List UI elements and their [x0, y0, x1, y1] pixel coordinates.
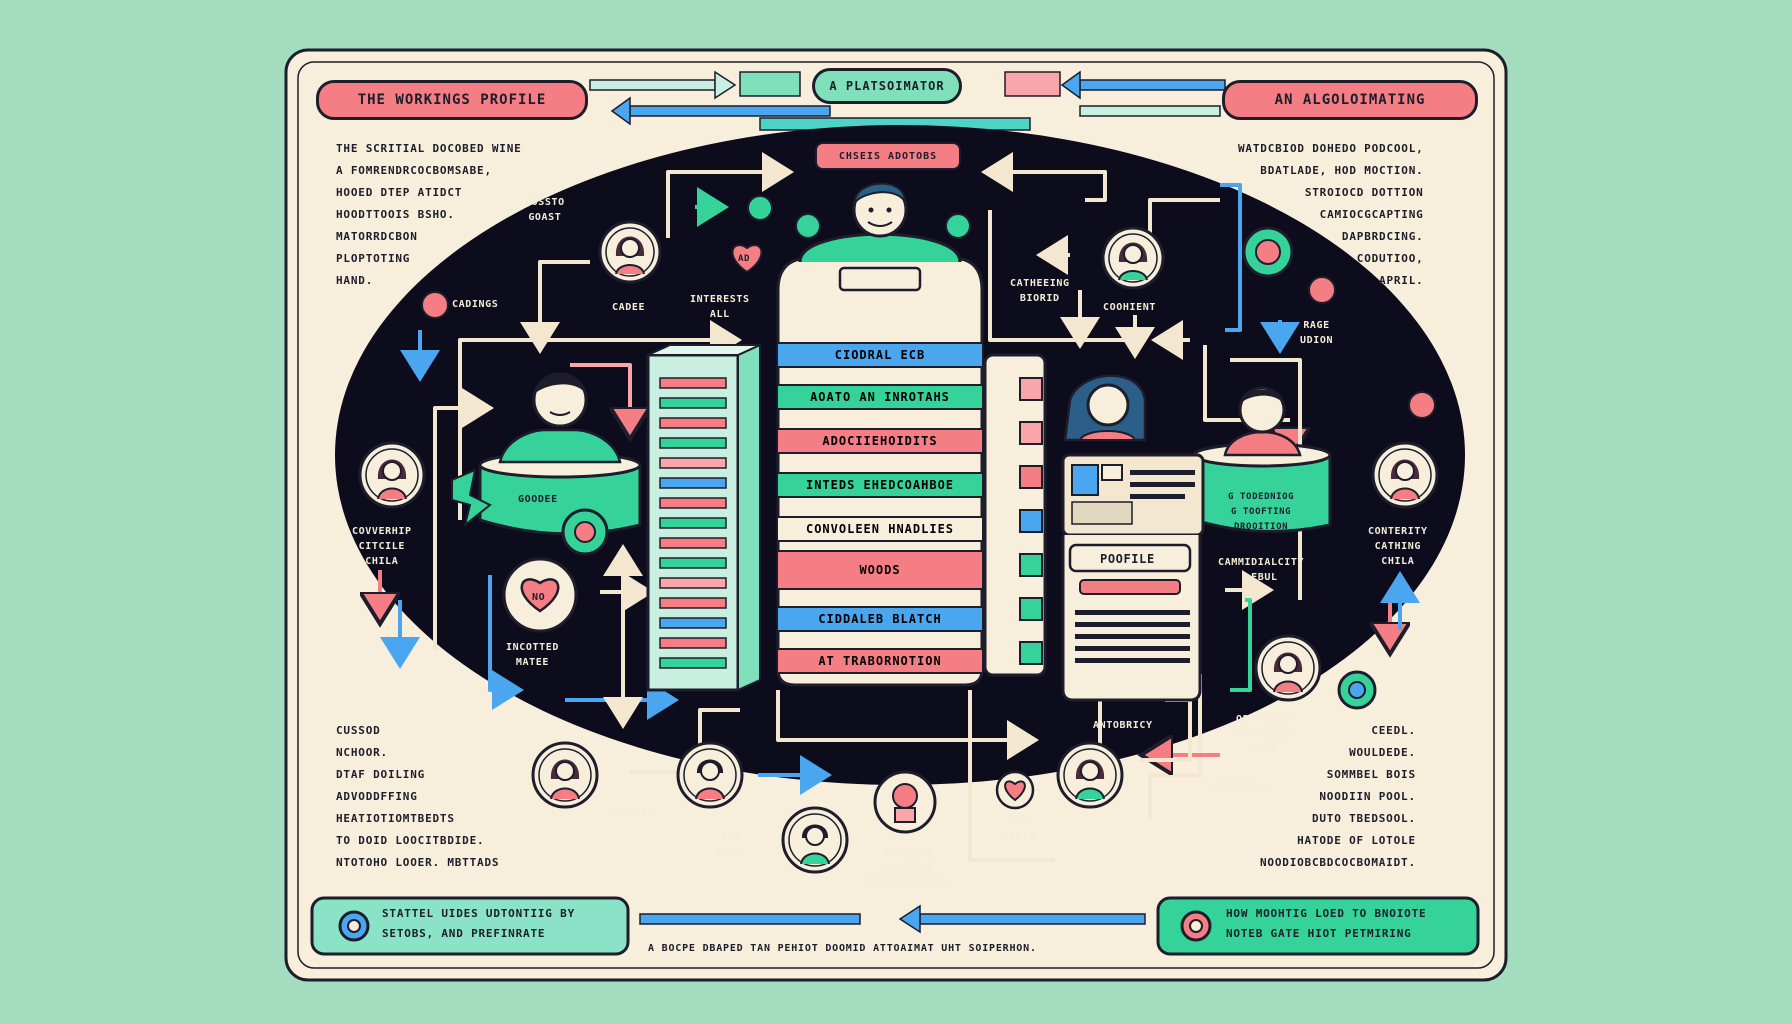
heart-icon [995, 770, 1035, 810]
gift-avatar-icon [873, 770, 937, 834]
label-antobricy: ANTOBRICY [1093, 720, 1153, 731]
label-converhip: COVVERHIP CITCILE CHILA [352, 526, 412, 567]
status-markers [421, 195, 1436, 710]
footer-right-pill-text: HOW MOOHTIG LOED TO BNOIOTE NOTEB GATE H… [1226, 907, 1427, 940]
label-goodee: GOODEE [518, 494, 558, 505]
person-avatar-icon [1254, 634, 1322, 702]
label-conterity: CONTERITY CATHING CHILA [1368, 526, 1428, 567]
label-coohient: COOHIENT [1103, 302, 1156, 313]
label-profile-card: POOFILE [1100, 552, 1155, 566]
label-heart-ad: AD [738, 254, 751, 264]
avatar-nodes [358, 220, 1439, 874]
footer-caption: A BOCPE DBAPED TAN PEHIOT DOOMID ATTOAIM… [648, 943, 1037, 954]
footer-left-pill-text: STATTEL UIDES UDTONTIIG BY SETOBS, AND P… [382, 907, 575, 940]
note-top-right: WATDCBIOD DOHEDO PODCOOL, BDATLADE, HOD … [1238, 142, 1424, 287]
label-heart-no: NO [532, 592, 546, 603]
band-6: WOODS [778, 550, 982, 590]
band-8: AT TRABORNOTION [778, 648, 982, 674]
label-commidial: CAMMIDIALCITY LEBUL [1218, 557, 1305, 583]
header-arrows [589, 70, 1226, 131]
person-avatar-icon [358, 441, 426, 509]
label-gtodeniog: G TODEDNIOG G TOOFTING DROOITION [1228, 492, 1295, 532]
left-person-stage [451, 372, 642, 556]
label-otd-oitte: OTD OITTE [1002, 817, 1036, 843]
label-cadings: CADINGS [452, 299, 499, 310]
person-avatar-icon [531, 741, 599, 809]
right-person-stage [1192, 386, 1332, 533]
person-avatar-icon [1371, 441, 1439, 509]
band-2: AOATO AN INROTAHS [778, 384, 982, 410]
header-left-pill: THE WORKINGS PROFILE [316, 80, 588, 120]
label-aod-mine: AOD MINE [718, 832, 745, 858]
right-file-stack [983, 353, 1047, 677]
note-bottom-right: CEEDL. WOULDEDE. SOMMBEL BOIS NOODIIN PO… [1260, 724, 1416, 869]
band-5: CONVOLEEN HNADLIES [778, 516, 982, 542]
person-avatar-icon [1101, 226, 1165, 290]
note-top-left: THE SCRITIAL DOCOBED WINE A FOMRENDRCOCB… [336, 142, 522, 287]
label-rage-udion: RAGE UDION [1300, 320, 1334, 346]
person-avatar-icon [598, 220, 662, 284]
person-avatar-icon [1056, 741, 1124, 809]
label-cotrind: COTRIND CHANDILE INTTERMOTHIN [868, 847, 948, 888]
label-op-thanst: OP THANST CANTIDIIC MATC [1236, 714, 1296, 755]
heart-icon [502, 557, 578, 633]
label-cadee: CADEE [612, 302, 646, 313]
label-interests-all: INTERESTS ALL [690, 294, 750, 320]
left-file-stack [646, 343, 761, 692]
profile-card [1061, 374, 1205, 702]
connector-lines [380, 152, 1420, 862]
central-band-stack: CIODRAL ECB AOATO AN INROTAHS ADOCIIEHOI… [778, 342, 982, 682]
band-1: CIODRAL ECB [778, 342, 982, 368]
label-stteching: STTECHING [1210, 782, 1270, 793]
label-cathering-biorid: CATHEEING BIORID [1010, 278, 1070, 304]
person-avatar-icon [676, 741, 744, 809]
person-avatar-icon [781, 806, 849, 874]
band-4: INTEDS EHEDCOAHBOE [778, 472, 982, 498]
label-cossto-goast: COSSTO GOAST [525, 197, 565, 223]
note-bottom-left: CUSSOD NCHOOR. DTAF DOILING ADVODDFFING … [336, 724, 500, 869]
header-right-pill: AN ALGOLOIMATING [1222, 80, 1478, 120]
footer-artwork [310, 896, 1480, 956]
heart-icon [731, 244, 763, 274]
label-incotted-matee: INCOTTED MATEE [506, 642, 559, 668]
header-center-pill: A PLATSOIMATOR [812, 68, 962, 104]
band-3: ADOCIIEHOIDITS [778, 428, 982, 454]
center-top-tag: CHSEIS ADOTOBS [815, 142, 961, 170]
band-7: CIDDALEB BLATCH [778, 606, 982, 632]
label-cantord: CANTORD [608, 809, 655, 820]
